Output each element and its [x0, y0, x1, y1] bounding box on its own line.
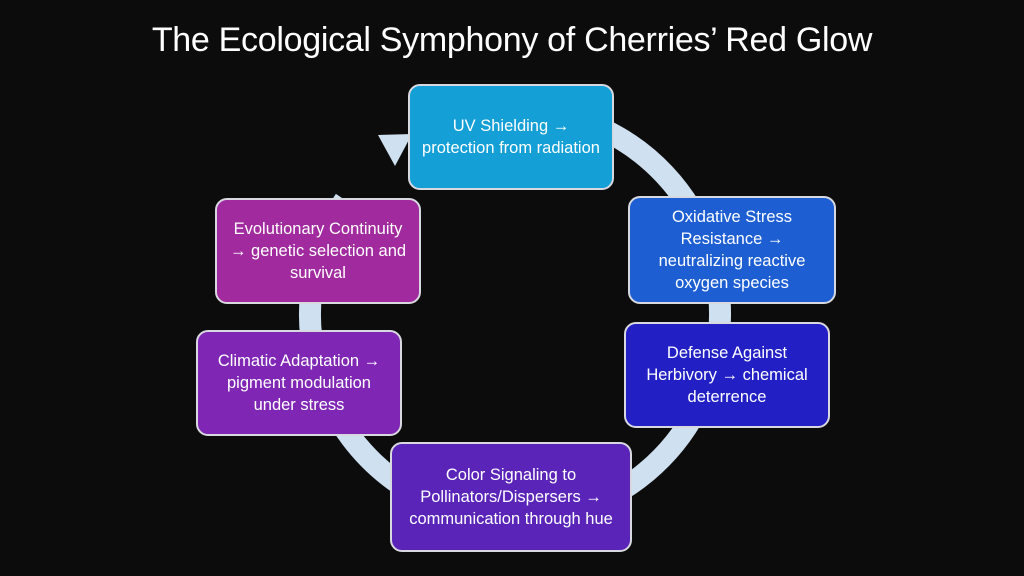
node-label: Evolutionary Continuity → genetic select…: [229, 220, 407, 282]
cycle-node-evolutionary-continuity: Evolutionary Continuity → genetic select…: [215, 198, 421, 304]
node-label: Oxidative Stress Resistance → neutralizi…: [658, 208, 806, 292]
cycle-node-herbivory-defense: Defense Against Herbivory → chemical det…: [624, 322, 830, 428]
node-label: UV Shielding → protection from radiation: [422, 117, 600, 157]
node-label: Climatic Adaptation → pigment modulation…: [217, 352, 381, 414]
cycle-node-uv-shielding: UV Shielding → protection from radiation: [408, 84, 614, 190]
cycle-node-climatic-adaptation: Climatic Adaptation → pigment modulation…: [196, 330, 402, 436]
slide-title: The Ecological Symphony of Cherries’ Red…: [151, 21, 873, 59]
node-label: Defense Against Herbivory → chemical det…: [646, 344, 808, 406]
cycle-node-color-signaling: Color Signaling to Pollinators/Disperser…: [390, 442, 632, 552]
curved-arrow-icon: [378, 134, 412, 166]
cycle-node-oxidative-stress: Oxidative Stress Resistance → neutralizi…: [628, 196, 836, 304]
node-label: Color Signaling to Pollinators/Disperser…: [409, 466, 613, 528]
